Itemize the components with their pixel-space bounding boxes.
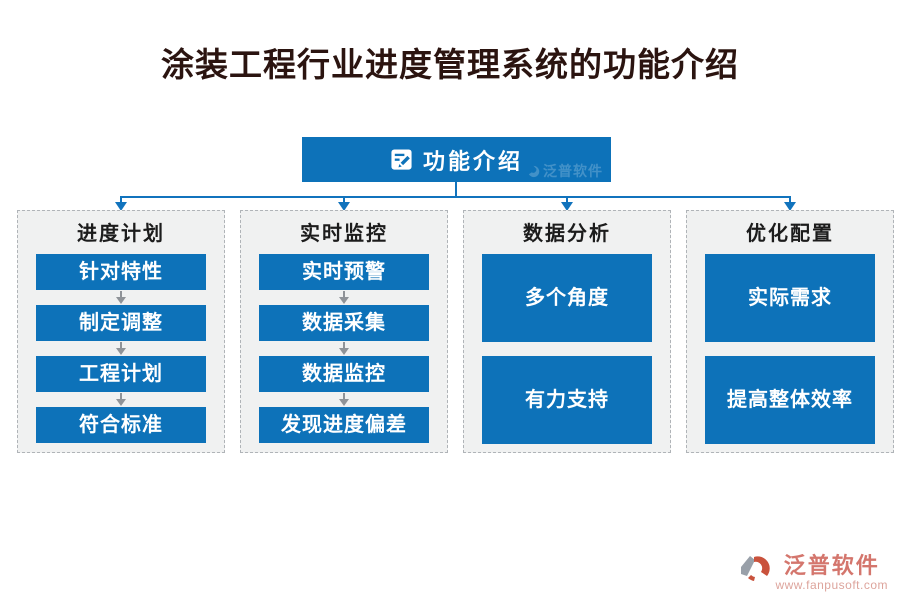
feature-item: 符合标准 xyxy=(36,407,206,443)
feature-columns: 进度计划针对特性制定调整工程计划符合标准实时监控实时预警数据采集数据监控发现进度… xyxy=(17,210,894,453)
feature-item: 工程计划 xyxy=(36,356,206,392)
feature-item: 制定调整 xyxy=(36,305,206,341)
down-arrow-icon xyxy=(241,392,447,407)
header-watermark: 泛普软件 xyxy=(527,161,603,181)
down-arrow-icon xyxy=(18,341,224,356)
down-arrow-icon xyxy=(241,290,447,305)
feature-item: 实际需求 xyxy=(705,254,875,342)
watermark-logo-icon xyxy=(528,165,540,177)
feature-item: 针对特性 xyxy=(36,254,206,290)
column-title: 数据分析 xyxy=(523,223,611,245)
feature-item: 数据监控 xyxy=(259,356,429,392)
column-title: 优化配置 xyxy=(746,223,834,245)
feature-intro-header-node: 功能介绍 泛普软件 xyxy=(302,137,611,182)
feature-item: 实时预警 xyxy=(259,254,429,290)
feature-item: 发现进度偏差 xyxy=(259,407,429,443)
feature-column-4: 优化配置实际需求提高整体效率 xyxy=(686,210,894,453)
feature-item: 数据采集 xyxy=(259,305,429,341)
column-title: 进度计划 xyxy=(77,223,165,245)
brand-name: 泛普软件 xyxy=(783,553,880,578)
column-title: 实时监控 xyxy=(300,223,388,245)
header-label: 功能介绍 xyxy=(422,148,523,174)
down-arrow-icon xyxy=(18,392,224,407)
down-arrow-icon xyxy=(18,290,224,305)
feature-item: 提高整体效率 xyxy=(705,356,875,444)
feature-item: 有力支持 xyxy=(482,356,652,444)
feature-column-1: 进度计划针对特性制定调整工程计划符合标准 xyxy=(17,210,225,453)
feature-item: 多个角度 xyxy=(482,254,652,342)
fanpu-logo-icon xyxy=(740,554,771,586)
page-title: 涂装工程行业进度管理系统的功能介绍 xyxy=(161,48,739,84)
edit-document-icon xyxy=(390,148,413,171)
down-arrow-icon xyxy=(241,341,447,356)
feature-column-2: 实时监控实时预警数据采集数据监控发现进度偏差 xyxy=(240,210,448,453)
brand-footer: 泛普软件 www.fanpusoft.com xyxy=(740,554,888,592)
feature-column-3: 数据分析多个角度有力支持 xyxy=(463,210,671,453)
brand-url: www.fanpusoft.com xyxy=(775,578,888,592)
